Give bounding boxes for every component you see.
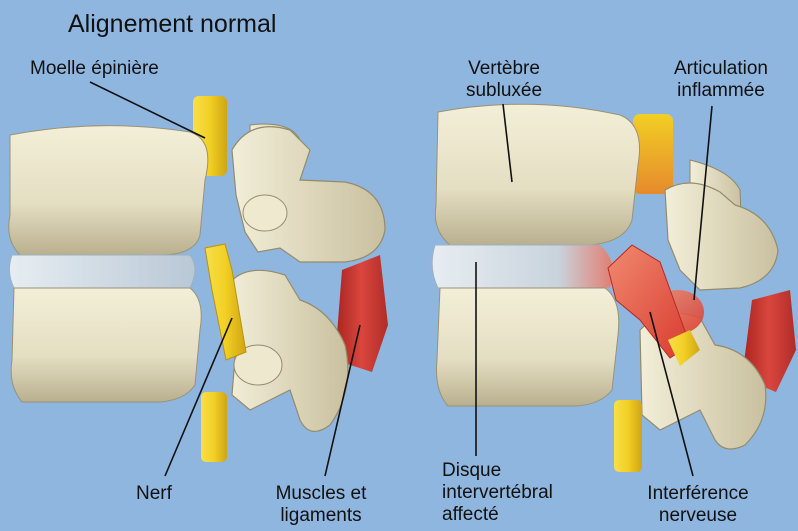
label-nerve-interference: Interférence nerveuse bbox=[638, 483, 758, 527]
spinal-cord-bottom bbox=[201, 392, 227, 462]
label-inflamed-joint-line1: Articulation bbox=[656, 58, 786, 80]
label-inflamed-joint-line2: inflammée bbox=[656, 80, 786, 102]
diagram-title: Alignement normal bbox=[68, 10, 276, 39]
upper-posterior-complex bbox=[232, 127, 385, 262]
label-muscles-line1: Muscles et bbox=[262, 483, 380, 505]
label-disc-line2: intervertébral bbox=[442, 482, 553, 504]
label-subluxated-vertebra-line2: subluxée bbox=[448, 80, 560, 102]
label-nerve: Nerf bbox=[136, 483, 172, 505]
intervertebral-disc bbox=[9, 255, 195, 288]
upper-vertebral-body bbox=[9, 126, 208, 255]
label-subluxated-vertebra: Vertèbre subluxée bbox=[448, 58, 560, 102]
label-interference-line1: Interférence bbox=[638, 483, 758, 505]
label-disc: Disque intervertébral affecté bbox=[442, 460, 553, 526]
normal-spine bbox=[9, 96, 388, 462]
affected-disc bbox=[432, 245, 613, 288]
label-inflamed-joint: Articulation inflammée bbox=[656, 58, 786, 102]
upper-facet bbox=[243, 195, 287, 231]
label-muscles-line2: ligaments bbox=[262, 505, 380, 527]
label-subluxated-vertebra-line1: Vertèbre bbox=[448, 58, 560, 80]
label-spinal-cord: Moelle épinière bbox=[30, 58, 159, 80]
label-disc-line1: Disque bbox=[442, 460, 553, 482]
subluxated-spine bbox=[432, 104, 796, 472]
label-interference-line2: nerveuse bbox=[638, 505, 758, 527]
upper-posterior-complex-right bbox=[665, 183, 778, 290]
lower-vertebral-body bbox=[11, 288, 201, 402]
label-muscles-ligaments: Muscles et ligaments bbox=[262, 483, 380, 527]
upper-vertebral-body-right bbox=[435, 104, 639, 245]
spinal-cord-bottom-right bbox=[614, 400, 642, 472]
lower-vertebral-body-right bbox=[436, 288, 618, 406]
label-disc-line3: affecté bbox=[442, 504, 553, 526]
